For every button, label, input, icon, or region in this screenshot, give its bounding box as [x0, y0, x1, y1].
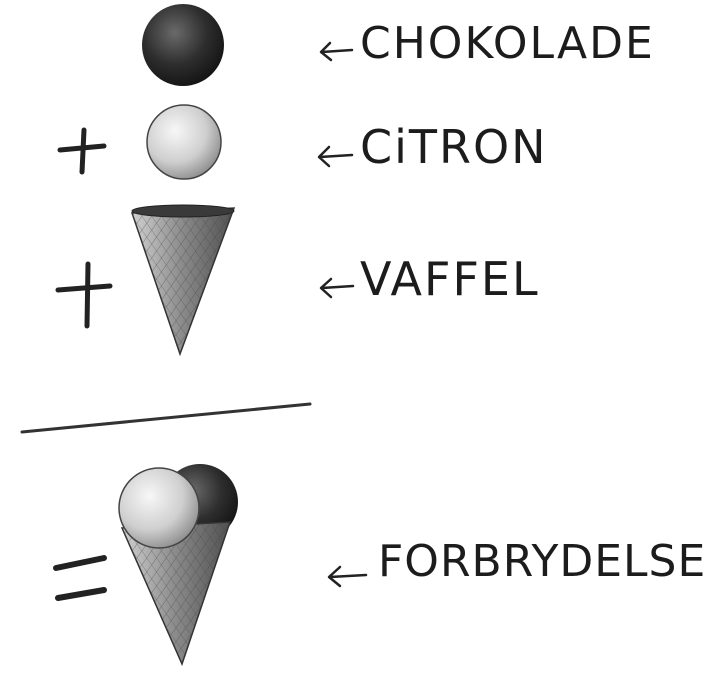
lemon-scoop [146, 104, 222, 180]
arrow-left-icon [327, 565, 368, 588]
label-chokolade: CHOKOLADE [360, 18, 655, 69]
label-vaffel: VAFFEL [360, 252, 540, 306]
plus-sign-2 [55, 261, 113, 329]
arrow-left-icon [317, 145, 354, 168]
sum-line [20, 402, 312, 434]
arrow-left-icon [319, 41, 354, 62]
chocolate-scoop [142, 4, 224, 86]
ice-cream-cone [118, 464, 238, 667]
arrow-left-icon [319, 277, 355, 299]
waffle-cone [130, 204, 236, 357]
equals-sign [53, 555, 107, 601]
label-citron: CiTRON [360, 120, 548, 174]
label-forbrydelse: FORBRYDELSE [378, 536, 707, 587]
plus-sign-1 [57, 127, 107, 175]
